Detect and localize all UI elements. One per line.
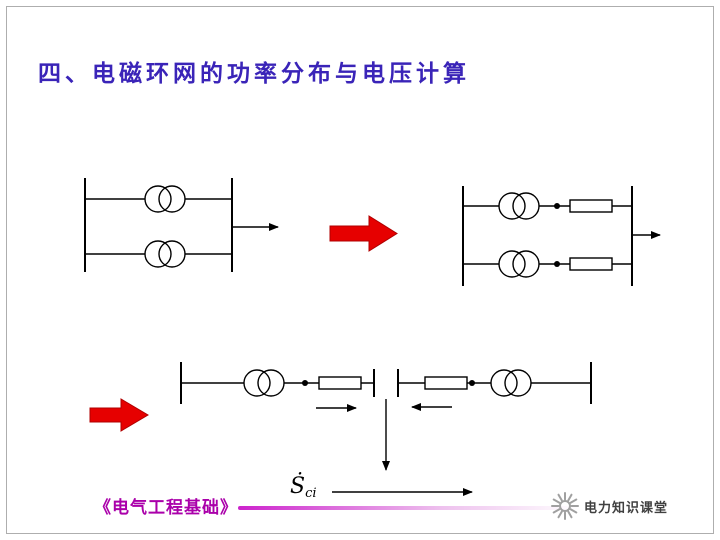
transformer-icon [498,250,540,278]
impedance-box [318,376,362,390]
slide-title: 四、电磁环网的功率分布与电压计算 [38,60,470,86]
transformer-icon [144,185,186,213]
impedance-box [569,257,613,271]
formula-subscript: ci [305,486,317,501]
opened-loop-diagram [180,362,592,496]
impedance-box [424,376,468,390]
equivalent-impedance-loop-diagram [462,186,661,286]
node-dot [554,203,560,209]
brand-name: 电力知识课堂 [584,499,669,515]
transformer-icon [498,192,540,220]
transition-arrow-icon [89,398,149,432]
brand: 电力知识课堂 [550,491,668,521]
formula-symbol: Ṡ [290,474,306,499]
node-dot [469,380,475,386]
footer-gradient-line [238,506,580,510]
formula-sci: Ṡci [290,474,317,501]
impedance-box [569,199,613,213]
node-dot [554,261,560,267]
transition-arrow-icon [329,215,398,252]
parallel-transformer-loop-diagram [84,178,279,272]
footer-book-title: 《电气工程基础》 [94,498,238,517]
node-dot [302,380,308,386]
transformer-icon [144,240,186,268]
transformer-icon [490,369,532,397]
transformer-icon [243,369,285,397]
brand-gear-icon [551,492,579,520]
